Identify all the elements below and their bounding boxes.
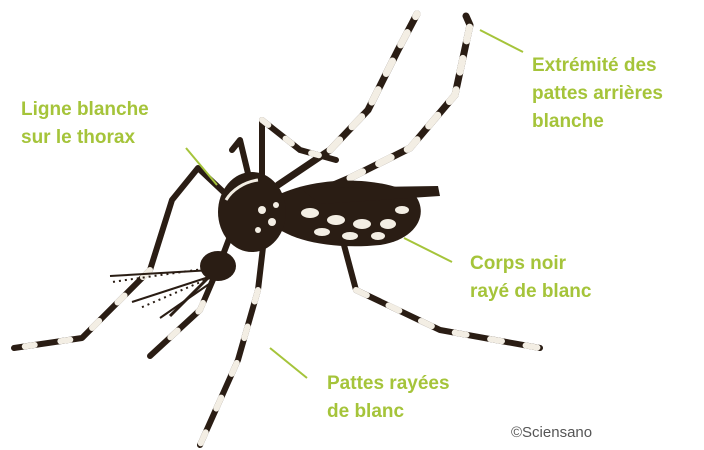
hind-leg-2 [310, 16, 470, 195]
label-thorax-line1: Ligne blanche [21, 96, 149, 124]
label-body-line1: Corps noir [470, 250, 591, 278]
label-hind-legs-line2: pattes arrières [532, 80, 663, 108]
head [200, 251, 236, 281]
label-white-line-thorax: Ligne blanche sur le thorax [21, 96, 149, 152]
label-hind-legs-line3: blanche [532, 108, 663, 136]
label-white-hind-leg-tips: Extrémité des pattes arrières blanche [532, 52, 663, 136]
leader-line-hind-legs [480, 30, 523, 52]
label-body-line2: rayé de blanc [470, 278, 591, 306]
label-black-striped-body: Corps noir rayé de blanc [470, 250, 591, 306]
label-legs-line2: de blanc [327, 398, 450, 426]
copyright-credit: ©Sciensano [511, 424, 592, 441]
thorax [218, 172, 286, 252]
leader-line-legs [270, 348, 307, 378]
label-hind-legs-line1: Extrémité des [532, 52, 663, 80]
label-legs-line1: Pattes rayées [327, 370, 450, 398]
label-striped-legs: Pattes rayées de blanc [327, 370, 450, 426]
fore-leg-1 [14, 168, 232, 348]
hind-leg-1 [278, 14, 417, 185]
label-thorax-line2: sur le thorax [21, 124, 149, 152]
leader-line-body [404, 238, 452, 262]
